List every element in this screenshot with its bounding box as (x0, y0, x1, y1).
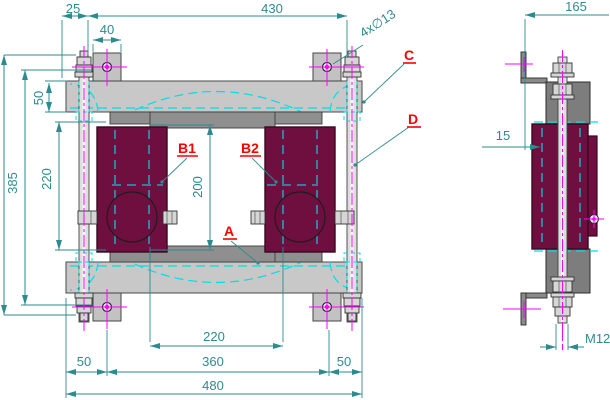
coil-block-left (96, 126, 168, 253)
dim-inner-width: 220 (203, 329, 225, 344)
part-labels: B1 B2 A C D (160, 47, 421, 265)
coil-block-right (264, 126, 336, 253)
label-b2: B2 (241, 140, 259, 156)
front-dimensions: 25 430 40 50 220 385 200 (1, 1, 398, 398)
dim-side-height: 220 (39, 168, 54, 190)
dim-bracket-offset: 15 (496, 128, 510, 143)
dim-overall-width: 480 (202, 378, 224, 393)
front-view: 25 430 40 50 220 385 200 (1, 1, 421, 398)
side-view: 165 15 M12 (482, 0, 610, 350)
side-dimensions: 165 15 M12 (482, 0, 610, 350)
channel-strips (109, 111, 323, 263)
side-coil-band (587, 135, 598, 237)
dim-thread: M12 (585, 331, 610, 346)
callout-holes: 4x∅13 (357, 6, 398, 40)
dim-overall-height: 385 (5, 172, 20, 194)
label-c: C (404, 47, 414, 63)
bracket-hole-marks (503, 57, 541, 318)
dim-tab-width: 40 (100, 22, 114, 37)
label-b1: B1 (178, 140, 196, 156)
bore-circle-left (106, 191, 158, 243)
dim-hole-span: 360 (202, 354, 224, 369)
side-nut-hole (584, 210, 604, 228)
label-a: A (224, 223, 234, 239)
block-side-nuts (77, 210, 355, 225)
bottom-clamp-bar (65, 261, 363, 294)
dim-foot-left: 50 (77, 354, 91, 369)
hidden-lines-blocks (112, 130, 318, 249)
dim-inner-height: 200 (190, 176, 205, 198)
top-clamp-bar (65, 80, 363, 113)
dim-foot-right: 50 (337, 354, 351, 369)
dim-depth: 165 (565, 0, 587, 14)
dim-stud-span: 430 (261, 1, 283, 16)
bore-circle-right (274, 191, 326, 243)
dim-bar-height: 50 (31, 91, 46, 105)
hidden-lines-bars (69, 83, 359, 291)
dim-edge-to-stud: 25 (66, 1, 80, 16)
tab-holes (72, 49, 364, 329)
label-d: D (408, 111, 418, 127)
